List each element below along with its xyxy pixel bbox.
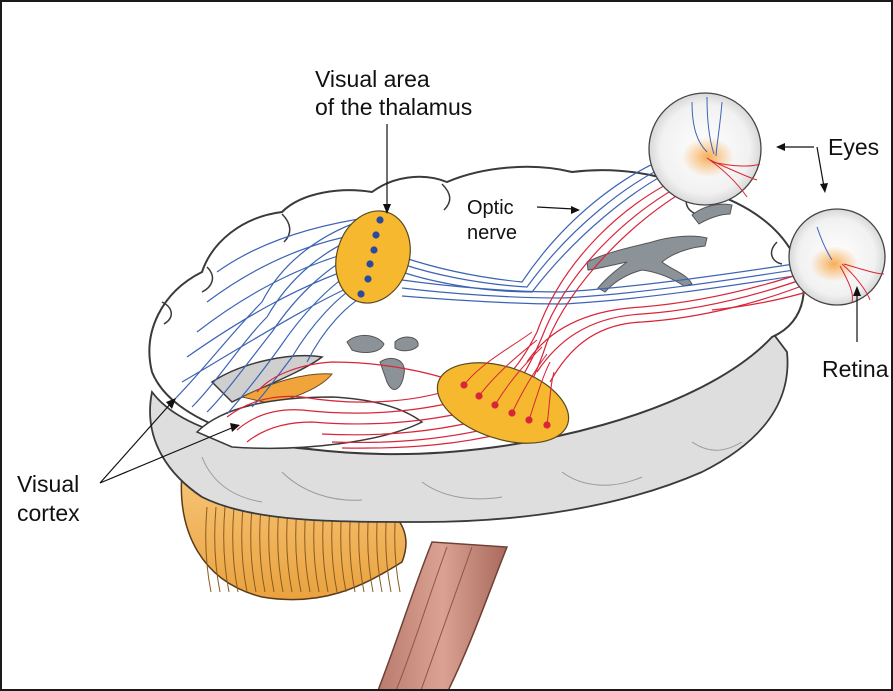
retina-label: Retina <box>822 356 888 383</box>
visual-cortex-label-line2: cortex <box>17 500 80 527</box>
optic-nerve-label-line1: Optic <box>467 196 514 220</box>
eye-lower <box>789 209 885 305</box>
optic-nerve-label-line2: nerve <box>467 221 517 245</box>
eye-upper <box>649 93 761 205</box>
eyes-label: Eyes <box>828 134 879 161</box>
thalamus-label-line2: of the thalamus <box>315 94 472 121</box>
thalamus-label-line1: Visual area <box>315 66 430 93</box>
visual-cortex-label-line1: Visual <box>17 471 79 498</box>
